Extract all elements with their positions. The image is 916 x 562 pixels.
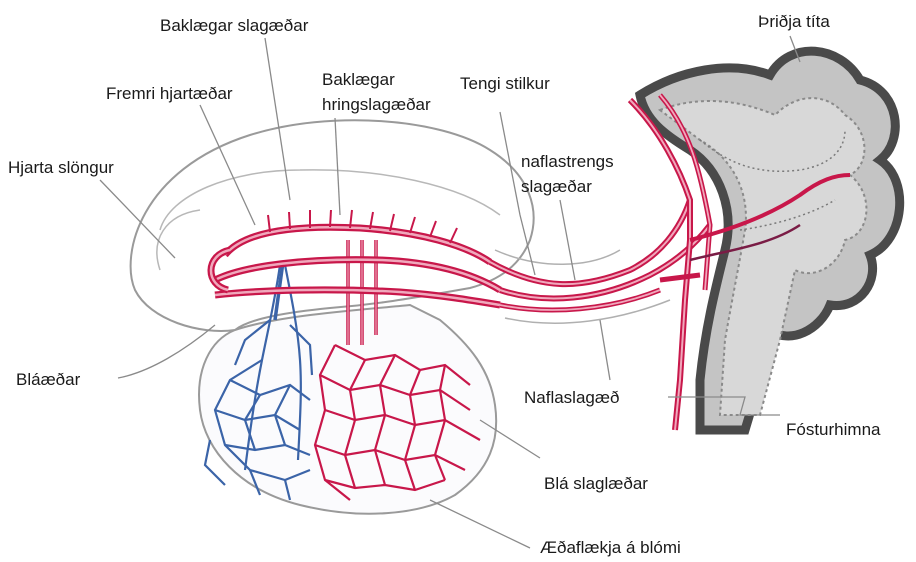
label-naflaslagaed: Naflaslagæð [524, 388, 619, 408]
label-thridja-tita: Þriðja títa [758, 12, 830, 32]
label-bla-slaglaedar: Blá slaglæðar [544, 474, 648, 494]
label-naflastrengs-line1: naflastrengs [521, 152, 614, 172]
label-naflastrengs-line2: slagæðar [521, 177, 592, 197]
label-hjarta-slongur: Hjarta slöngur [8, 158, 114, 178]
label-tengi-stilkur: Tengi stilkur [460, 74, 550, 94]
label-baklaegar-hringslagaedar-line1: Baklægar [322, 70, 395, 90]
umbilical-vessels [490, 200, 710, 323]
label-fosturhimna: Fósturhimna [786, 420, 880, 440]
label-baklaegar-slagaedar: Baklægar slagæðar [160, 16, 308, 36]
label-aedaflaekja-a-blomi: Æðaflækja á blómi [540, 538, 681, 558]
embryo-inner-outline-2 [157, 210, 200, 270]
label-blaaedar: Bláæðar [16, 370, 80, 390]
label-baklaegar-hringslagaedar-line2: hringslagæðar [322, 95, 431, 115]
label-fremri-hjartaedar: Fremri hjartæðar [106, 84, 233, 104]
